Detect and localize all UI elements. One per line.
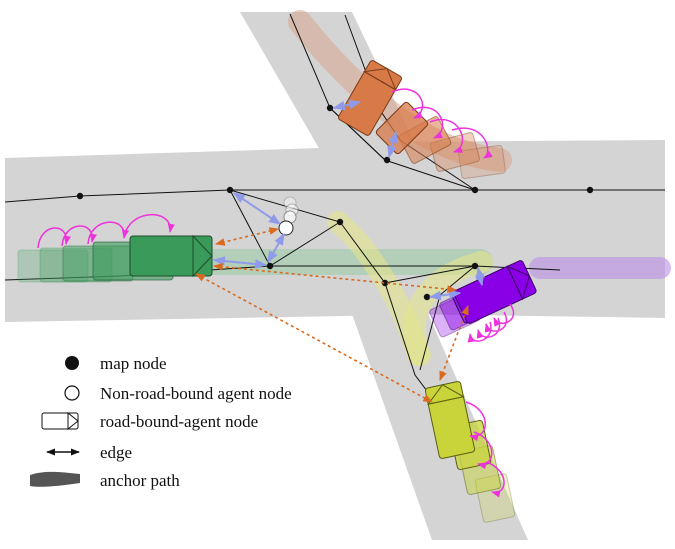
map-node bbox=[586, 186, 594, 194]
legend-agent-node-icon bbox=[64, 385, 80, 401]
legend-road-agent-label: road-bound-agent node bbox=[100, 412, 258, 431]
agent-node bbox=[278, 220, 294, 236]
map-node bbox=[226, 186, 234, 194]
road-bound-agent-node bbox=[338, 60, 402, 136]
non-road-bound-agent bbox=[278, 196, 299, 236]
legend-anchor-path-icon bbox=[30, 471, 80, 487]
map-node bbox=[76, 192, 84, 200]
map-node bbox=[336, 218, 344, 226]
legend-agent-node-label: Non-road-bound agent node bbox=[100, 384, 292, 403]
legend-edge-label: edge bbox=[100, 443, 132, 462]
legend: map node Non-road-bound agent node road-… bbox=[30, 354, 292, 490]
temporal-arcs bbox=[37, 88, 515, 498]
legend-anchor-path-label: anchor path bbox=[100, 471, 180, 490]
map-node bbox=[326, 104, 334, 112]
road-bound-agent-node bbox=[129, 234, 213, 278]
map-node bbox=[471, 186, 479, 194]
agent-agent-edges bbox=[195, 227, 469, 403]
yellow-agent bbox=[424, 381, 516, 523]
map-node bbox=[423, 293, 431, 301]
map-node bbox=[266, 262, 274, 270]
legend-map-node-label: map node bbox=[100, 354, 167, 373]
map-node bbox=[383, 156, 391, 164]
legend-road-agent-icon bbox=[41, 411, 79, 431]
green-agent bbox=[17, 234, 213, 283]
agent-map-edges bbox=[212, 99, 486, 301]
legend-map-node-icon bbox=[65, 356, 79, 370]
road-bound-agent-node bbox=[424, 381, 476, 459]
